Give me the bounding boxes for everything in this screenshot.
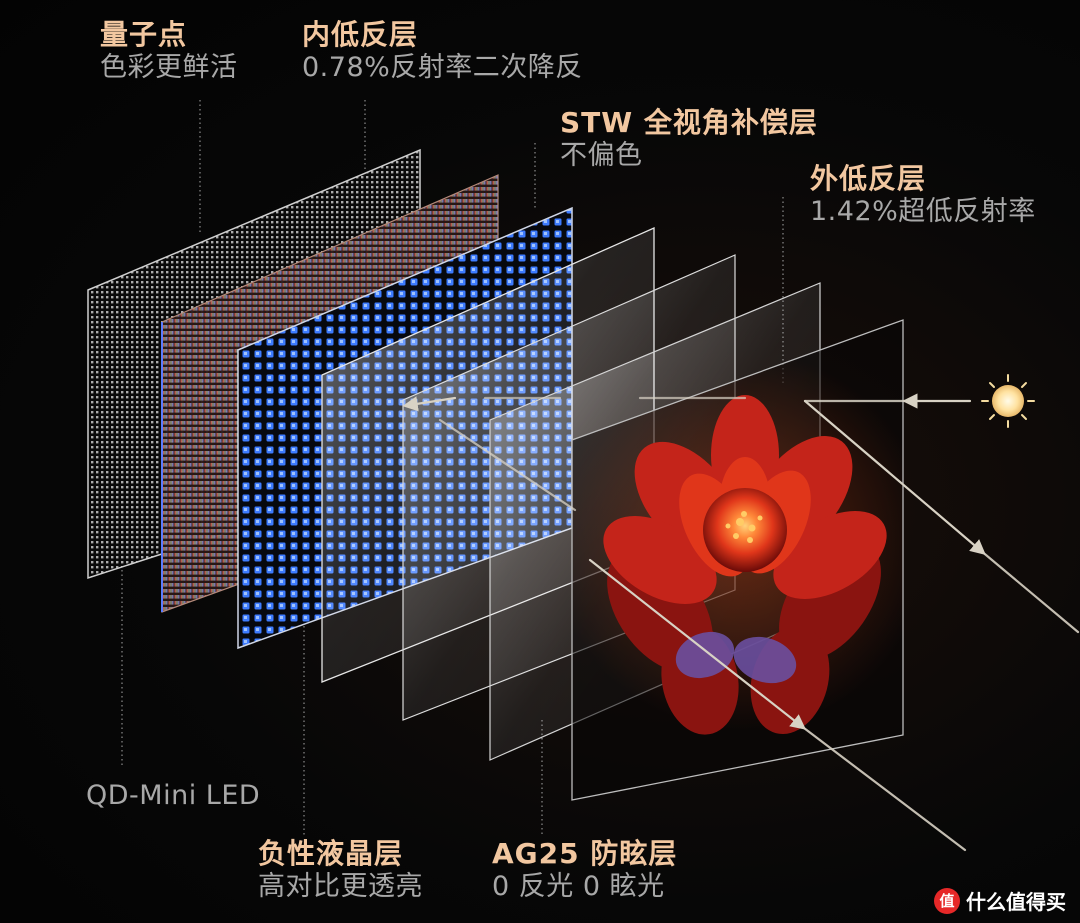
inner-arrow-ray — [402, 396, 457, 412]
label-inner-low-reflect: 内低反层 0.78%反射率二次降反 — [302, 18, 583, 85]
label-quantum-dot-subtitle: 色彩更鲜活 — [100, 52, 238, 84]
reflected-ray-3 — [588, 558, 807, 730]
light-rays — [402, 393, 1080, 852]
label-outer-low-reflect-subtitle: 1.42%超低反射率 — [810, 196, 1036, 228]
label-qd-mini-led: QD-Mini LED — [86, 780, 260, 813]
label-outer-low-reflect-title: 外低反层 — [810, 162, 927, 195]
label-stw-title: STW 全视角补偿层 — [560, 106, 818, 139]
label-ag25-title: AG25 防眩层 — [492, 837, 678, 870]
label-stw-subtitle: 不偏色 — [560, 140, 643, 172]
label-stw: STW 全视角补偿层 不偏色 — [560, 106, 818, 173]
flower-image — [572, 350, 903, 735]
watermark-text: 什么值得买 — [966, 890, 1066, 914]
label-lcd-subtitle: 高对比更透亮 — [258, 871, 423, 903]
watermark: 值 什么值得买 — [934, 886, 1066, 915]
label-outer-low-reflect: 外低反层 1.42%超低反射率 — [810, 162, 1036, 229]
reflected-ray-1 — [438, 418, 577, 512]
label-ag25: AG25 防眩层 0 反光 0 眩光 — [492, 837, 677, 904]
label-quantum-dot: 量子点 色彩更鲜活 — [100, 18, 238, 85]
label-lcd: 负性液晶层 高对比更透亮 — [258, 837, 423, 904]
zhi-badge-icon: 值 — [934, 887, 960, 914]
leader-lines — [121, 100, 784, 835]
label-inner-low-reflect-title: 内低反层 — [302, 18, 419, 51]
sun-icon — [981, 374, 1035, 428]
label-lcd-title: 负性液晶层 — [258, 837, 404, 870]
label-qd-mini-led-text: QD-Mini LED — [86, 780, 261, 811]
layer-front-screen — [571, 319, 904, 801]
label-inner-low-reflect-subtitle: 0.78%反射率二次降反 — [302, 52, 583, 84]
label-ag25-subtitle: 0 反光 0 眩光 — [492, 871, 665, 903]
reflected-ray-2 — [803, 399, 986, 555]
label-quantum-dot-title: 量子点 — [100, 18, 188, 51]
